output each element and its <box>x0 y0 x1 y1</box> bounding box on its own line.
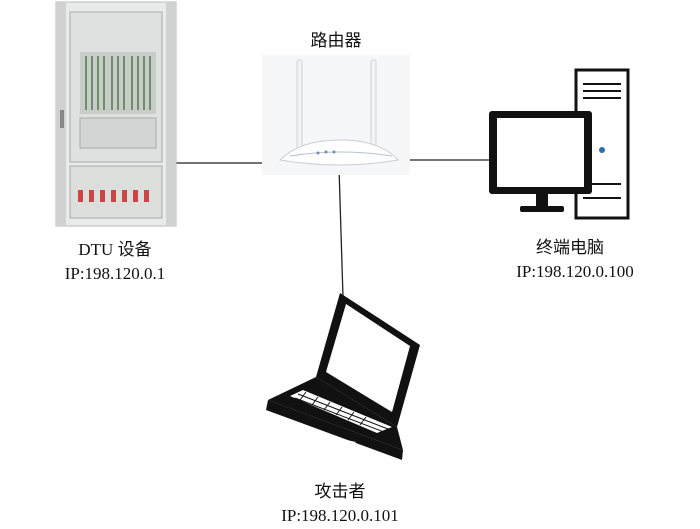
terminal-name-label: 终端电脑 <box>536 238 604 257</box>
attacker-ip-label: IP:198.120.0.101 <box>281 506 399 525</box>
dtu-cabinet-icon <box>55 1 177 227</box>
terminal-ip-label: IP:198.120.0.100 <box>516 262 634 281</box>
laptop-icon <box>266 293 420 460</box>
router-icon <box>262 55 410 175</box>
dtu-name-label: DTU 设备 <box>78 240 152 259</box>
attacker-name-label: 攻击者 <box>314 482 366 501</box>
links <box>175 159 489 298</box>
router-label: 路由器 <box>310 31 362 50</box>
desktop-computer-icon <box>489 68 630 220</box>
link-router-attacker <box>338 167 344 298</box>
dtu-ip-label: IP:198.120.0.1 <box>64 264 166 283</box>
